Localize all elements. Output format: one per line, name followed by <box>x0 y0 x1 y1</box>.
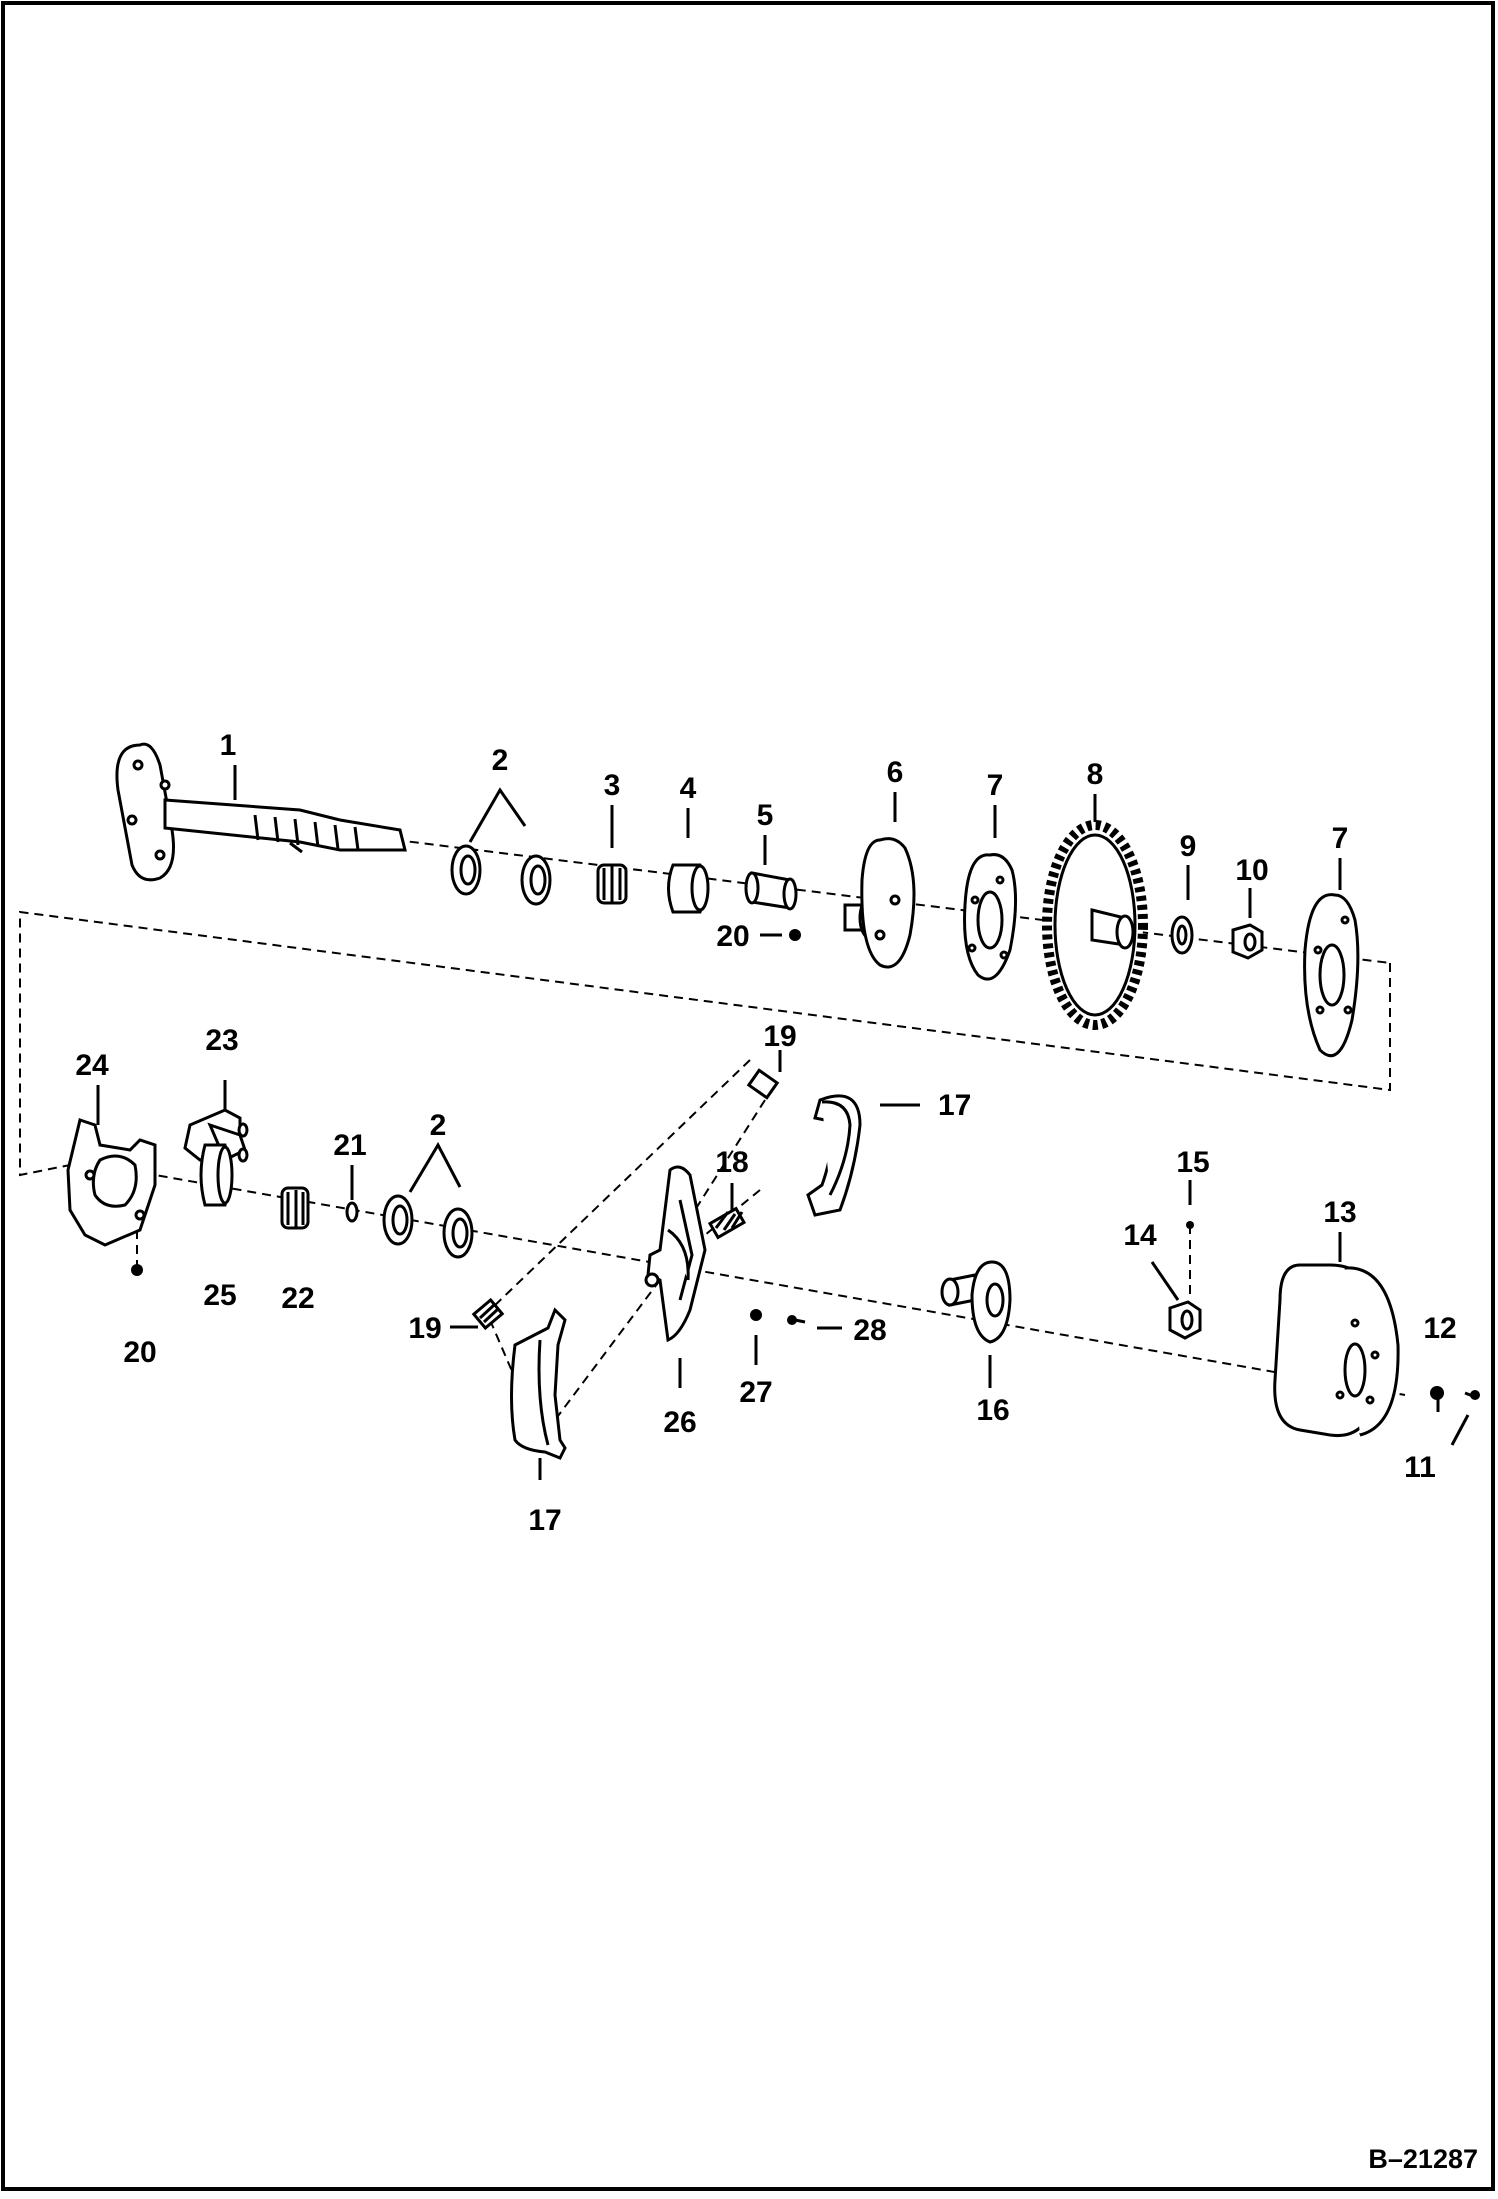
part-axle-shaft <box>115 742 407 882</box>
callout-18: 18 <box>715 1146 748 1179</box>
part-plate-b <box>1303 893 1360 1058</box>
callout-2-upper: 2 <box>492 744 509 777</box>
callout-15: 15 <box>1176 1146 1209 1179</box>
part-bolt-11 <box>1464 1390 1480 1400</box>
part-hub-flange <box>940 1260 1012 1344</box>
part-bolt-28 <box>787 1315 806 1325</box>
part-fastener-27 <box>750 1309 762 1321</box>
part-nut-14 <box>1168 1300 1202 1340</box>
part-bearing-cup-lower <box>199 1143 234 1207</box>
part-spring-lower <box>471 1297 505 1331</box>
callout-11: 11 <box>1404 1451 1436 1484</box>
callout-27: 27 <box>739 1376 772 1409</box>
callout-14: 14 <box>1123 1219 1157 1252</box>
part-pin-15 <box>1186 1221 1194 1229</box>
callout-1: 1 <box>220 729 237 762</box>
part-hub <box>843 837 916 969</box>
part-sprocket <box>1042 820 1148 1030</box>
callout-23: 23 <box>205 1024 238 1057</box>
callout-19-lower: 19 <box>408 1312 441 1345</box>
part-backing-plate <box>644 1165 707 1343</box>
callout-7-a: 7 <box>987 769 1004 802</box>
callout-24: 24 <box>75 1049 109 1082</box>
callout-7-b: 7 <box>1332 822 1349 855</box>
callout-26: 26 <box>663 1406 696 1439</box>
part-fastener-20-lower <box>131 1264 143 1276</box>
callout-22: 22 <box>281 1282 314 1315</box>
callout-4: 4 <box>680 772 697 805</box>
callout-2-lower: 2 <box>430 1109 447 1142</box>
part-seal-pair-upper <box>450 844 552 906</box>
part-o-ring <box>345 1201 359 1223</box>
figure-reference: B–21287 <box>1368 2144 1478 2174</box>
part-bearing-cup <box>667 863 710 914</box>
part-seal-pair-lower <box>382 1194 474 1259</box>
callout-3: 3 <box>604 769 621 802</box>
callout-12: 12 <box>1423 1312 1456 1345</box>
callout-8: 8 <box>1087 758 1104 791</box>
callout-28: 28 <box>853 1314 886 1347</box>
part-washer <box>1170 915 1194 955</box>
callout-13: 13 <box>1323 1196 1356 1229</box>
part-spring-18 <box>707 1206 747 1240</box>
part-tapered-bearing <box>596 863 628 905</box>
callout-leaders <box>96 765 1470 1480</box>
part-spring-upper <box>746 1068 780 1100</box>
part-brake-shoe-upper <box>806 1094 862 1217</box>
part-plate-a <box>963 853 1018 981</box>
callout-17-upper: 17 <box>938 1089 971 1122</box>
callout-6: 6 <box>887 756 904 789</box>
part-bracket-housing <box>66 1118 157 1247</box>
callout-5: 5 <box>757 799 774 832</box>
part-brake-drum <box>1273 1263 1400 1438</box>
callout-20-upper: 20 <box>716 920 749 953</box>
callout-19-upper: 19 <box>763 1020 796 1053</box>
callout-17-lower: 17 <box>528 1504 561 1537</box>
part-bearing-lower <box>280 1186 310 1230</box>
callout-labels: 1 2 3 4 5 6 7 8 9 10 7 20 24 23 21 2 25 … <box>75 729 1456 1537</box>
part-fastener-20-upper <box>789 929 801 941</box>
callout-20-lower: 20 <box>123 1336 156 1369</box>
callout-16: 16 <box>976 1394 1009 1427</box>
callout-9: 9 <box>1180 830 1197 863</box>
part-nut-12 <box>1430 1386 1444 1400</box>
part-brake-shoe-lower <box>510 1307 567 1460</box>
part-spacer <box>744 871 798 911</box>
callout-10: 10 <box>1235 854 1268 887</box>
part-nut <box>1231 923 1264 960</box>
callout-25: 25 <box>203 1279 236 1312</box>
callout-21: 21 <box>333 1129 366 1162</box>
